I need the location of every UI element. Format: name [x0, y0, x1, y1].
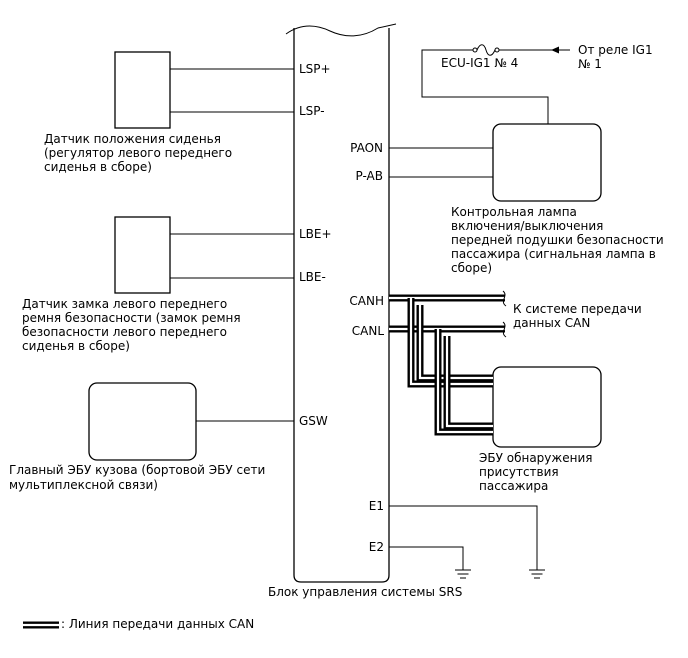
- pin-paon: PAON: [350, 141, 383, 155]
- occupant-ecu-box: [492, 366, 602, 448]
- seat-position-sensor-box: [114, 51, 171, 129]
- pin-e1: E1: [369, 499, 384, 513]
- pin-e2: E2: [369, 540, 384, 554]
- label-main-body-ecu: Главный ЭБУ кузова (бортовой ЭБУ сети му…: [9, 463, 269, 492]
- wire-e2-ground: [389, 546, 464, 570]
- wire-ig1-feed: [421, 49, 549, 124]
- wire-e1-ground: [389, 505, 538, 570]
- pin-lbe-minus: LBE-: [299, 270, 326, 284]
- pin-canh: CANH: [349, 294, 384, 308]
- ground-icon: [455, 569, 471, 579]
- label-buckle-switch: Датчик замка левого переднего ремня безо…: [22, 297, 244, 353]
- pin-pab: P-AB: [356, 169, 383, 183]
- buckle-switch-box: [114, 216, 171, 294]
- label-seat-position-sensor: Датчик положения сиденья (регулятор лево…: [44, 132, 236, 174]
- label-can-system: К системе передачи данных CAN: [513, 302, 646, 330]
- main-body-ecu-box: [88, 382, 197, 461]
- pin-canl: CANL: [352, 324, 385, 338]
- pin-lsp-minus: LSP-: [299, 104, 325, 118]
- break-line: [285, 23, 397, 37]
- label-occupant-ecu: ЭБУ обнаружения присутствия пассажира: [479, 451, 596, 493]
- label-indicator-lamp: Контрольная лампа включения/выключения п…: [451, 205, 668, 275]
- fuse-icon: [472, 44, 500, 56]
- legend-label: : Линия передачи данных CAN: [61, 617, 254, 631]
- label-fuse: ECU-IG1 № 4: [441, 56, 518, 70]
- ground-icon: [529, 569, 545, 579]
- label-relay: От реле IG1 № 1: [578, 43, 656, 71]
- can-bus-lines: [389, 290, 507, 436]
- pin-lbe-plus: LBE+: [299, 227, 332, 241]
- arrow-icon: [551, 46, 559, 54]
- pin-lsp-plus: LSP+: [299, 62, 331, 76]
- srs-ecu-block: [293, 28, 390, 583]
- pin-gsw: GSW: [299, 414, 328, 428]
- indicator-lamp-box: [492, 123, 602, 202]
- label-srs-ecu: Блок управления системы SRS: [268, 585, 462, 599]
